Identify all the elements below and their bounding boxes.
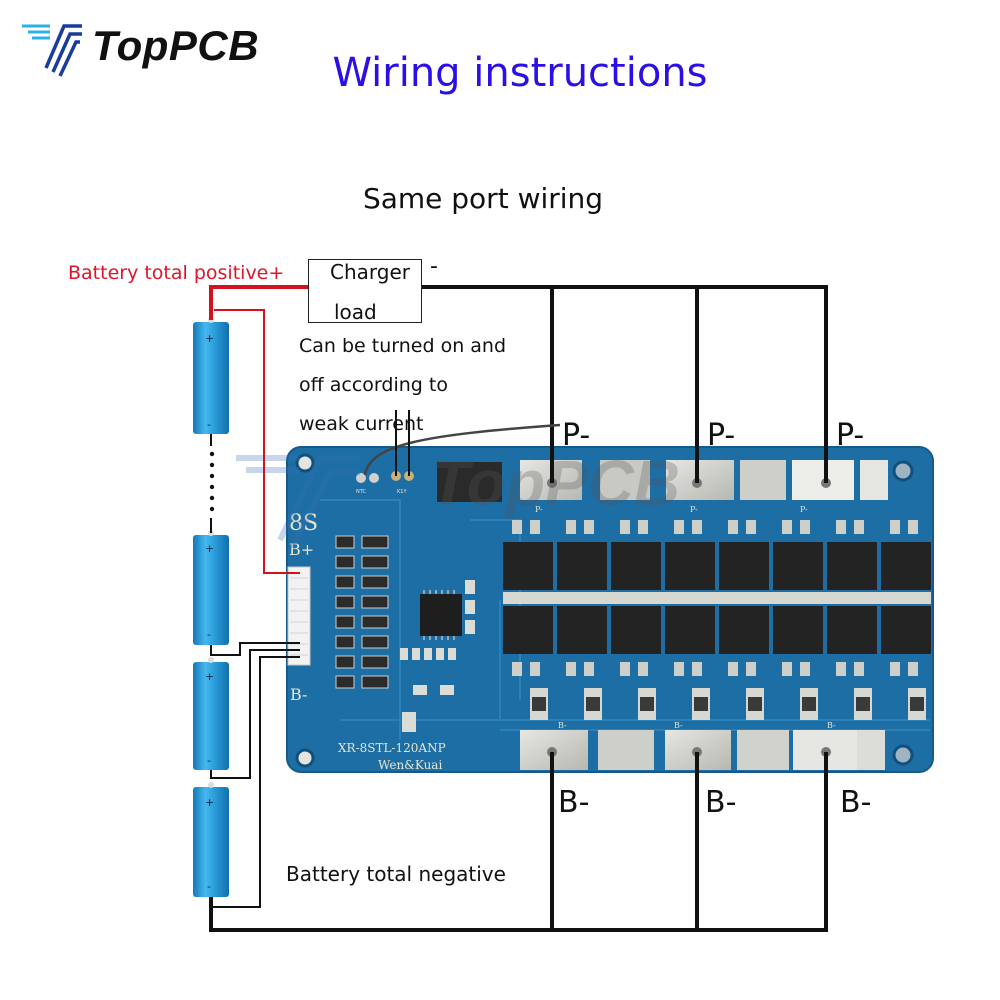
brand-logo-text: TopPCB [92, 22, 260, 69]
svg-text:+: + [205, 542, 214, 555]
battery-cell: + - [193, 657, 229, 770]
load-label: load [334, 300, 377, 324]
svg-text:-: - [207, 628, 211, 641]
page-subtitle: Same port wiring [362, 182, 604, 215]
cell-ellipsis [209, 434, 215, 533]
balance-resistors [335, 535, 389, 689]
pad-label-p: P- [535, 505, 543, 514]
mosfet-array [503, 520, 931, 676]
p-minus-port-label: P- [707, 418, 736, 453]
shunt-resistors [530, 688, 926, 720]
pad-label-p: P- [690, 505, 698, 514]
b-minus-port-label: B- [558, 785, 590, 820]
board-b-minus: B- [290, 685, 307, 704]
p-minus-port-label: P- [562, 418, 591, 453]
p-minus-bus [422, 285, 828, 483]
svg-text:-: - [207, 754, 211, 767]
board-maker: Wen&Kuai [378, 758, 442, 772]
board-model: XR-8STL-120ANP [338, 741, 446, 755]
charger-load-box [308, 259, 422, 323]
svg-text:-: - [207, 418, 211, 431]
controller-ic [420, 590, 462, 640]
p-pads [520, 460, 888, 500]
mounting-hole [295, 453, 914, 768]
watermark: TopPCB [236, 447, 680, 550]
b-pads [520, 730, 885, 770]
note-line: Can be turned on and [299, 335, 507, 357]
battery-cell: + - [193, 317, 229, 434]
battery-total-negative-label: Battery total negative [286, 862, 506, 886]
svg-text:-: - [207, 880, 211, 893]
positive-wire [209, 285, 308, 574]
bms-board: 8S B+ B- XR-8STL-120ANP Wen&Kuai NTC K1Y… [286, 446, 934, 773]
b-minus-bus [209, 752, 828, 932]
ntc-label: NTC [356, 489, 367, 495]
svg-text:+: + [205, 332, 214, 345]
p-minus-port-label: P- [836, 418, 865, 453]
svg-text:TopPCB: TopPCB [430, 447, 680, 519]
pad-label-b: B- [827, 721, 836, 730]
svg-text:+: + [205, 670, 214, 683]
note-line: weak current [299, 413, 424, 435]
charger-minus-label: - [430, 254, 438, 279]
b-minus-port-label: B- [840, 785, 872, 820]
b-minus-port-label: B- [705, 785, 737, 820]
charger-label: Charger [330, 260, 410, 284]
balance-connector [287, 566, 311, 666]
board-b-plus: B+ [289, 540, 314, 559]
battery-total-positive-label: Battery total positive+ [68, 262, 285, 284]
board-cell-count: 8S [289, 511, 318, 536]
pad-label-b: B- [674, 721, 683, 730]
note-line: off according to [299, 374, 448, 396]
signal-wire [363, 410, 561, 476]
battery-cell: + - [193, 530, 229, 645]
toppcb-logo-icon [22, 24, 82, 77]
svg-text:+: + [205, 796, 214, 809]
pad-label-b: B- [558, 721, 567, 730]
switch-label: K1Y [397, 489, 407, 495]
battery-cell: + - [193, 782, 229, 897]
pad-label-p: P- [800, 505, 808, 514]
page-title: Wiring instructions [332, 50, 708, 96]
